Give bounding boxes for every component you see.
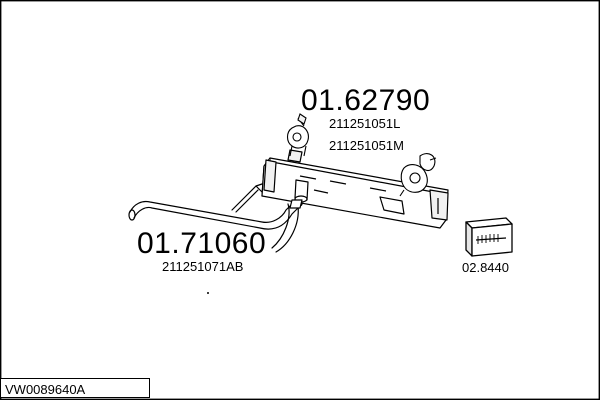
- rear-muffler-oem-ref-1: 211251051L: [329, 116, 401, 131]
- pipe-icon[interactable]: [128, 183, 303, 253]
- rear-muffler-part-number[interactable]: 01.62790: [301, 84, 431, 117]
- hanger-clamp-icon: [399, 153, 437, 197]
- mounting-kit-box-icon[interactable]: [465, 217, 513, 257]
- mounting-kit-part-number[interactable]: 02.8440: [462, 260, 509, 275]
- front-pipe-part-number[interactable]: 01.71060: [137, 227, 267, 260]
- speck: [207, 292, 209, 294]
- muffler-icon[interactable]: [261, 149, 449, 229]
- vehicle-code-box: VW0089640A: [0, 378, 150, 398]
- hanger-clamp-icon: [286, 113, 309, 157]
- rear-muffler-oem-ref-2: 211251051M: [329, 138, 404, 153]
- front-pipe-oem-ref: 211251071AB: [162, 259, 244, 274]
- vehicle-code: VW0089640A: [5, 382, 86, 397]
